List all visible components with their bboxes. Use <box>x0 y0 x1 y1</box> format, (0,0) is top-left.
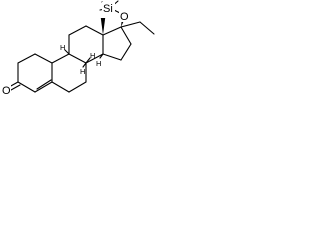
ring-c <box>68 25 104 64</box>
h-label-c14: H <box>96 59 101 68</box>
ketone-oxygen-label: O <box>2 85 11 97</box>
molecule-structure: Si O O H H H H <box>1 0 155 97</box>
silicon-label: Si <box>103 3 113 15</box>
h-label-c10: H <box>80 67 85 76</box>
ring-a <box>17 53 53 93</box>
ether-oxygen-label: O <box>120 11 129 23</box>
ethyl-group <box>120 21 155 35</box>
h-label-c8: H <box>90 51 95 60</box>
ring-d <box>102 26 132 61</box>
stereo-h-bonds <box>64 49 104 68</box>
ring-b <box>51 53 87 93</box>
ketone-oxygen-label-bg <box>1 84 11 96</box>
angular-methyl <box>100 18 106 35</box>
h-label-c9: H <box>60 43 65 52</box>
ether-oxygen-label-bg <box>119 10 129 22</box>
atom-labels: Si O O H H H H <box>1 2 129 97</box>
silicon-label-bg <box>102 2 115 14</box>
